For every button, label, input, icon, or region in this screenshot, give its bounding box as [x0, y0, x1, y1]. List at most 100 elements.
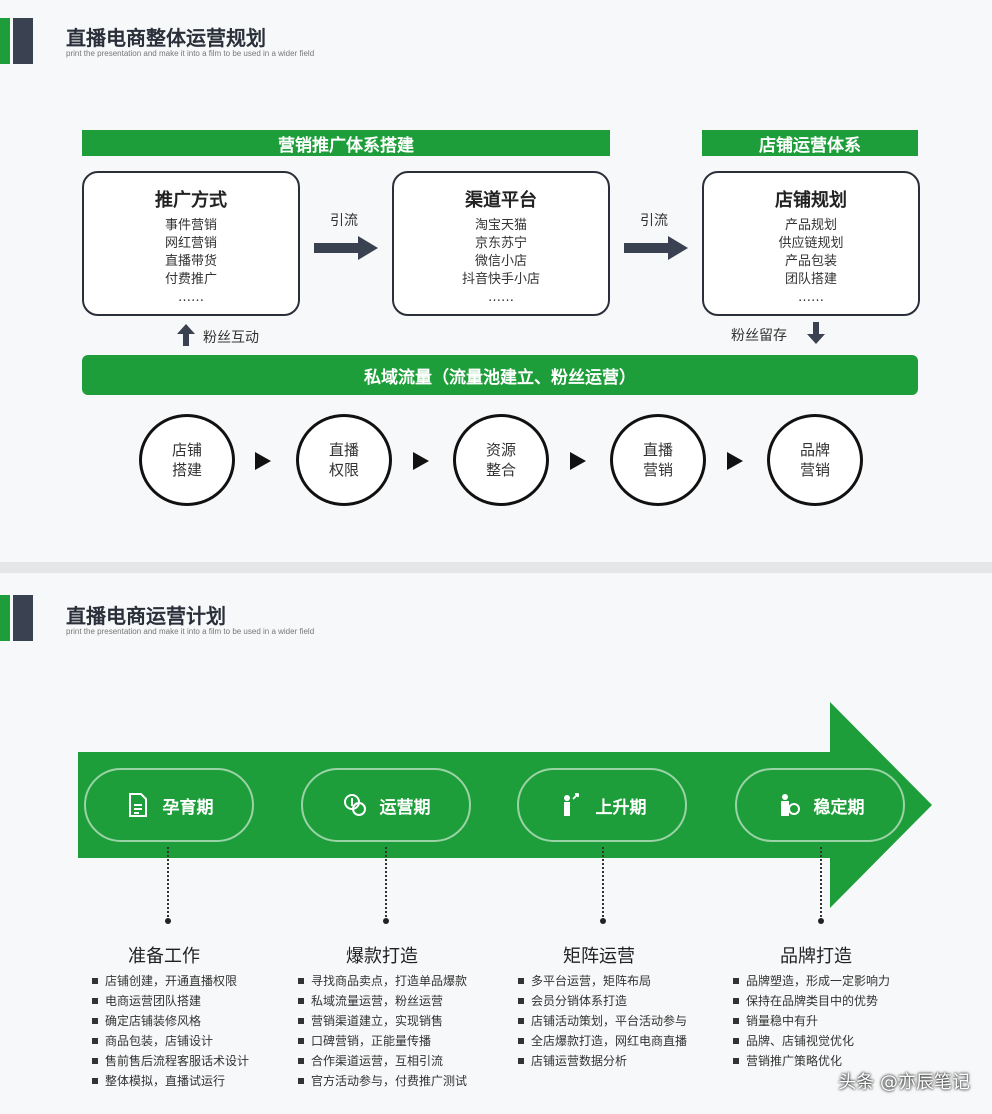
card-item: 产品规划: [784, 218, 837, 233]
card-promotion-methods: 推广方式 事件营销 网红营销 直播带货 付费推广 ……: [82, 171, 300, 316]
card-item: 抖音快手小店: [461, 272, 540, 287]
step-circle-resource-integration: 资源整合: [453, 414, 549, 506]
column-list-matrix: 多平台运营，矩阵布局 会员分销体系打造 店铺活动策划，平台活动参与 全店爆款打造…: [518, 971, 687, 1071]
phase-incubation: 孕育期: [84, 768, 254, 842]
slide-title: 直播电商运营计划: [66, 604, 226, 628]
card-item: 京东苏宁: [474, 236, 527, 251]
title-accent-green: [0, 595, 10, 641]
header-store-system: 店铺运营体系: [702, 130, 918, 156]
list-item: 商品包装，店铺设计: [92, 1031, 249, 1051]
phase-rising: 上升期: [517, 768, 687, 842]
list-item: 口碑营销，正能量传播: [298, 1031, 467, 1051]
step-circle-store-setup: 店铺搭建: [139, 414, 235, 506]
private-traffic-bar: 私域流量（流量池建立、粉丝运营）: [82, 355, 918, 395]
card-title: 店铺规划: [775, 190, 847, 211]
phase-label: 稳定期: [813, 797, 865, 818]
list-item: 确定店铺装修风格: [92, 1011, 249, 1031]
card-item: 网红营销: [164, 236, 217, 251]
step-text-line: 直播: [328, 441, 359, 459]
card-channel-platforms: 渠道平台 淘宝天猫 京东苏宁 微信小店 抖音快手小店 ……: [392, 171, 610, 316]
column-list-hit-products: 寻找商品卖点，打造单品爆款 私域流量运营，粉丝运营 营销渠道建立，实现销售 口碑…: [298, 971, 467, 1091]
card-item: 直播带货: [164, 254, 217, 269]
list-item: 保持在品牌类目中的优势: [733, 991, 890, 1011]
step-arrow-icon: [255, 452, 271, 470]
arrow-right-icon: [314, 236, 378, 260]
connector-line: [602, 847, 604, 921]
arrow-up-icon: [177, 324, 195, 346]
watermark: 头条 @亦辰笔记: [838, 1072, 970, 1093]
fan-interaction-label: 粉丝互动: [203, 330, 259, 346]
step-circle-live-marketing: 直播营销: [610, 414, 706, 506]
step-arrow-icon: [570, 452, 586, 470]
column-title-brand: 品牌打造: [780, 946, 852, 967]
connector-dot: [165, 918, 171, 924]
card-item: ……: [798, 290, 824, 305]
card-item: ……: [488, 290, 514, 305]
step-circle-live-permission: 直播权限: [296, 414, 392, 506]
column-title-matrix: 矩阵运营: [563, 946, 635, 967]
card-item: 供应链规划: [778, 236, 844, 251]
card-item-list: 事件营销 网红营销 直播带货 付费推广 ……: [84, 217, 298, 307]
list-item: 合作渠道运营，互相引流: [298, 1051, 467, 1071]
list-item: 私域流量运营，粉丝运营: [298, 991, 467, 1011]
step-text-line: 店铺: [171, 441, 202, 459]
list-item: 多平台运营，矩阵布局: [518, 971, 687, 991]
title-accent-green: [0, 18, 10, 64]
list-item: 官方活动参与，付费推广测试: [298, 1071, 467, 1091]
fan-retention-label: 粉丝留存: [731, 328, 787, 344]
card-item: ……: [178, 290, 204, 305]
card-item-list: 淘宝天猫 京东苏宁 微信小店 抖音快手小店 ……: [394, 217, 608, 307]
column-list-preparation: 店铺创建，开通直播权限 电商运营团队搭建 确定店铺装修风格 商品包装，店铺设计 …: [92, 971, 249, 1091]
card-item: 产品包装: [784, 254, 837, 269]
connector-dot: [818, 918, 824, 924]
timeline-arrow: [78, 702, 932, 908]
growth-person-icon: [558, 792, 584, 818]
list-item: 全店爆款打造，网红电商直播: [518, 1031, 687, 1051]
phase-label: 上升期: [595, 797, 647, 818]
list-item: 品牌塑造，形成一定影响力: [733, 971, 890, 991]
connector-line: [385, 847, 387, 921]
step-circle-brand-marketing: 品牌营销: [767, 414, 863, 506]
list-item: 售前售后流程客服话术设计: [92, 1051, 249, 1071]
list-item: 电商运营团队搭建: [92, 991, 249, 1011]
step-text-line: 营销: [642, 461, 673, 479]
coins-icon: [342, 792, 368, 818]
card-item: 团队搭建: [784, 272, 837, 287]
step-text-line: 权限: [328, 461, 359, 479]
list-item: 店铺运营数据分析: [518, 1051, 687, 1071]
connector-line: [167, 847, 169, 921]
column-title-hit-products: 爆款打造: [346, 946, 418, 967]
step-arrow-icon: [727, 452, 743, 470]
arrow-right-icon: [624, 236, 688, 260]
slide-operation-plan-overview: 直播电商整体运营规划 print the presentation and ma…: [0, 0, 992, 562]
phase-label: 孕育期: [162, 797, 214, 818]
header-marketing-system: 营销推广体系搭建: [82, 130, 610, 156]
list-item: 营销渠道建立，实现销售: [298, 1011, 467, 1031]
connector-dot: [600, 918, 606, 924]
card-title: 渠道平台: [465, 190, 537, 211]
card-title: 推广方式: [155, 190, 227, 211]
card-store-planning: 店铺规划 产品规划 供应链规划 产品包装 团队搭建 ……: [702, 171, 920, 316]
list-item: 品牌、店铺视觉优化: [733, 1031, 890, 1051]
phase-operation: 运营期: [301, 768, 471, 842]
step-arrow-icon: [413, 452, 429, 470]
step-text-line: 品牌: [799, 441, 830, 459]
step-text-line: 整合: [485, 461, 516, 479]
title-accent-dark: [13, 595, 33, 641]
column-list-brand: 品牌塑造，形成一定影响力 保持在品牌类目中的优势 销量稳中有升 品牌、店铺视觉优…: [733, 971, 890, 1071]
phase-stable: 稳定期: [735, 768, 905, 842]
step-text-line: 直播: [642, 441, 673, 459]
list-item: 会员分销体系打造: [518, 991, 687, 1011]
list-item: 店铺活动策划，平台活动参与: [518, 1011, 687, 1031]
flow-label-traffic: 引流: [640, 213, 668, 229]
slide-subtitle: print the presentation and make it into …: [66, 49, 315, 58]
slide-title: 直播电商整体运营规划: [66, 26, 266, 50]
card-item: 付费推广: [164, 272, 217, 287]
connector-line: [820, 847, 822, 921]
phase-label: 运营期: [379, 797, 431, 818]
list-item: 寻找商品卖点，打造单品爆款: [298, 971, 467, 991]
list-item: 销量稳中有升: [733, 1011, 890, 1031]
connector-dot: [383, 918, 389, 924]
document-icon: [125, 792, 151, 818]
card-item: 事件营销: [164, 218, 217, 233]
